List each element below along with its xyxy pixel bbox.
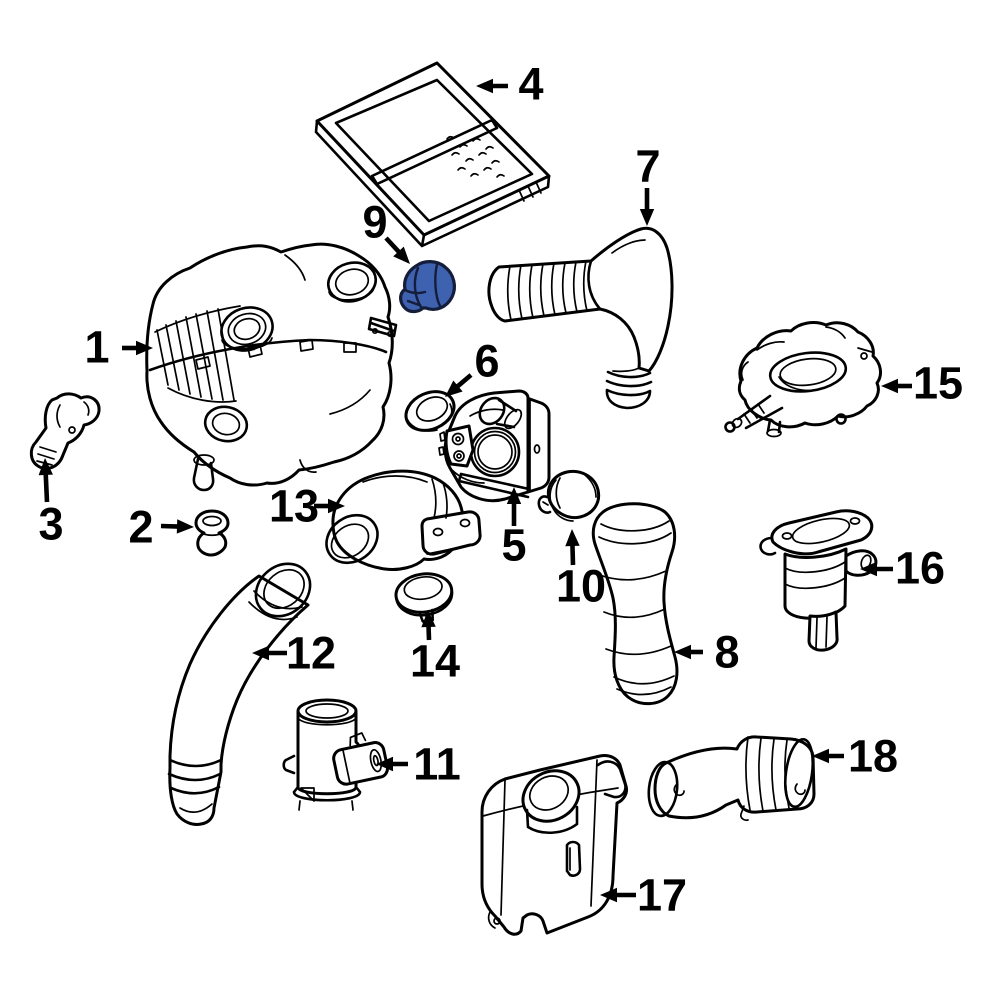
part-callout-11: 11 xyxy=(376,739,461,790)
part-5-throttle-body xyxy=(438,389,551,503)
part-number-15: 15 xyxy=(913,358,963,409)
callout-arrowhead-15 xyxy=(881,378,898,394)
callout-arrowhead-9 xyxy=(393,246,410,264)
callout-arrowhead-6 xyxy=(445,380,463,397)
part-number-11: 11 xyxy=(413,739,461,790)
part-callout-17: 17 xyxy=(600,870,687,921)
part-number-4: 4 xyxy=(518,59,543,110)
callout-arrow-line-3 xyxy=(43,472,50,503)
part-number-9: 9 xyxy=(362,197,387,248)
callout-arrowhead-14 xyxy=(421,610,436,628)
part-number-10: 10 xyxy=(556,561,606,612)
callout-arrowhead-4 xyxy=(476,78,493,94)
callout-arrowhead-12 xyxy=(252,645,269,661)
part-1-air-cleaner-housing xyxy=(145,242,398,492)
part-2-grommet xyxy=(194,509,230,557)
callout-arrowhead-18 xyxy=(812,748,829,764)
part-18-intake-duct xyxy=(647,735,816,822)
callout-arrow-line-6 xyxy=(454,373,473,390)
part-number-18: 18 xyxy=(848,731,898,782)
part-11-maf-sensor xyxy=(282,698,390,811)
part-callout-9: 9 xyxy=(362,197,410,264)
part-17-duct-housing xyxy=(480,754,628,936)
part-callout-1: 1 xyxy=(84,322,153,373)
part-12-intake-hose xyxy=(167,562,312,826)
callout-arrowhead-13 xyxy=(328,498,345,514)
part-callout-6: 6 xyxy=(445,336,500,397)
part-number-6: 6 xyxy=(474,336,499,387)
callout-arrowhead-7 xyxy=(639,209,655,226)
part-14-seal-ring xyxy=(394,572,454,623)
part-callout-18: 18 xyxy=(812,731,898,782)
part-number-5: 5 xyxy=(501,520,526,571)
part-callout-7: 7 xyxy=(635,141,661,226)
part-callout-5: 5 xyxy=(501,487,527,571)
part-number-8: 8 xyxy=(714,627,739,678)
part-callout-15: 15 xyxy=(881,358,963,409)
callout-arrowhead-1 xyxy=(136,340,153,356)
part-callout-4: 4 xyxy=(476,59,544,110)
part-15-air-pump xyxy=(724,321,882,438)
callout-arrowhead-16 xyxy=(860,561,877,577)
part-callout-8: 8 xyxy=(674,627,740,678)
part-number-2: 2 xyxy=(128,502,153,553)
callout-arrowhead-2 xyxy=(176,519,194,534)
part-number-14: 14 xyxy=(410,636,460,687)
callout-arrowhead-17 xyxy=(600,887,617,903)
part-number-13: 13 xyxy=(269,481,319,532)
callout-arrowhead-10 xyxy=(565,529,580,547)
part-number-12: 12 xyxy=(286,628,336,679)
callout-arrowhead-8 xyxy=(674,644,691,660)
part-8-air-hose xyxy=(591,502,679,706)
part-number-3: 3 xyxy=(38,499,63,550)
callout-arrow-line-2 xyxy=(160,523,180,529)
part-7-intake-duct xyxy=(487,226,674,410)
part-number-17: 17 xyxy=(637,870,687,921)
part-callout-3: 3 xyxy=(38,458,64,550)
part-callout-2: 2 xyxy=(128,502,194,553)
part-3-bracket xyxy=(29,392,101,470)
part-16-valve xyxy=(759,509,878,652)
part-callout-14: 14 xyxy=(410,610,460,687)
callout-arrow-line-9 xyxy=(384,236,402,255)
part-13-intake-elbow xyxy=(325,469,482,571)
part-4-air-filter xyxy=(314,61,551,248)
callout-arrowhead-5 xyxy=(506,487,522,504)
callout-arrowhead-11 xyxy=(376,756,393,772)
part-number-1: 1 xyxy=(84,322,109,373)
part-10-hose-clamp xyxy=(537,469,601,522)
part-callout-16: 16 xyxy=(860,543,945,594)
part-callout-10: 10 xyxy=(556,529,606,612)
callout-arrow-line-10 xyxy=(570,543,576,566)
part-number-16: 16 xyxy=(895,543,945,594)
callout-arrow-line-14 xyxy=(426,624,432,641)
part-6-seal-ring xyxy=(404,390,456,432)
part-callout-12: 12 xyxy=(252,628,336,679)
part-number-7: 7 xyxy=(635,141,660,192)
part-callout-13: 13 xyxy=(269,481,345,532)
part-9-clamp-highlighted xyxy=(399,260,456,314)
callout-arrowhead-3 xyxy=(38,458,53,476)
